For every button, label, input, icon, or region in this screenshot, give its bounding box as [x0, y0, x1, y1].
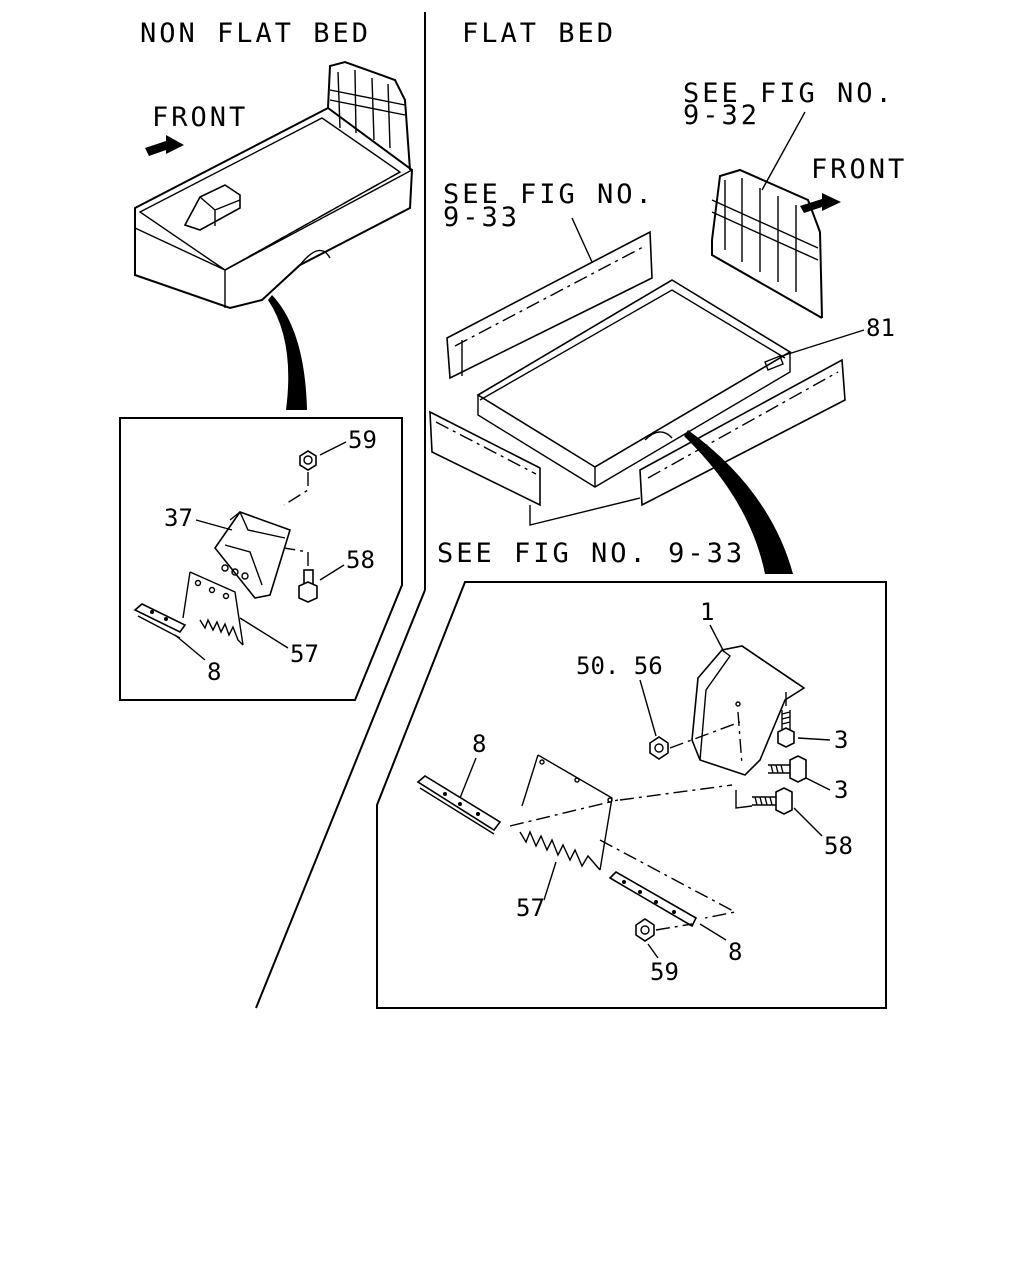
detail-pointer-left	[268, 295, 307, 410]
see-fig-9-33-line2: 9-33	[443, 202, 520, 233]
side-gate-upper	[446, 230, 653, 380]
callout-57-left: 57	[290, 640, 319, 668]
detail-pointer-right	[684, 430, 793, 574]
flat-bed-title: FLAT BED	[462, 18, 616, 49]
callout-50-56: 50. 56	[576, 652, 663, 680]
bolt-3-vertical	[777, 710, 795, 748]
see-fig-9-32-line2: 9-32	[683, 100, 760, 131]
see-fig-9-32-line1: SEE FIG NO.	[683, 78, 895, 109]
callout-37: 37	[164, 504, 193, 532]
detail-box-left	[119, 417, 403, 701]
callout-58-left: 58	[346, 546, 375, 574]
callout-1: 1	[700, 598, 714, 626]
bolt-3-horizontal	[768, 755, 807, 783]
mud-flap-57-left	[182, 571, 244, 646]
side-gate-lower-left	[429, 410, 541, 507]
callout-59-right: 59	[650, 958, 679, 986]
detail-box-right	[376, 581, 887, 1009]
flat-bed-deck-81	[476, 279, 792, 488]
side-gate-lower-right	[639, 358, 846, 507]
callout-59-left: 59	[348, 426, 377, 454]
see-fig-9-33-line1: SEE FIG NO.	[443, 179, 655, 210]
reference-bracket	[529, 497, 641, 526]
nut-59-left	[299, 450, 317, 471]
front-label-left: FRONT	[152, 102, 248, 133]
front-label-right: FRONT	[811, 154, 907, 185]
callout-8-lower: 8	[728, 938, 742, 966]
front-arrow-right-icon	[800, 193, 841, 213]
bolt-58-left	[298, 569, 318, 603]
front-arrow-left-icon	[145, 135, 184, 156]
callout-57-right: 57	[516, 894, 545, 922]
see-fig-9-33-single: SEE FIG NO. 9-33	[437, 538, 745, 569]
callout-3-upper: 3	[834, 726, 848, 754]
callout-58-right: 58	[824, 832, 853, 860]
nut-59-right	[635, 918, 655, 942]
truck-bed-illustration: FRONT	[134, 60, 414, 310]
strip-8-right-upper	[416, 775, 502, 835]
nut-50-56	[649, 736, 669, 760]
bracket-37	[214, 511, 291, 599]
strip-8-right-lower	[608, 871, 698, 928]
section-divider-diagonal	[255, 589, 426, 1009]
callout-8-left: 8	[207, 658, 221, 686]
headboard-right	[711, 168, 823, 319]
mud-flap-57-right	[519, 754, 613, 871]
bracket-1	[691, 645, 806, 776]
non-flat-bed-title: NON FLAT BED	[140, 18, 371, 49]
strip-8-left	[133, 603, 187, 639]
callout-8-upper: 8	[472, 730, 486, 758]
callout-3-lower: 3	[834, 776, 848, 804]
bolt-58-right	[752, 787, 793, 815]
callout-81: 81	[866, 314, 895, 342]
